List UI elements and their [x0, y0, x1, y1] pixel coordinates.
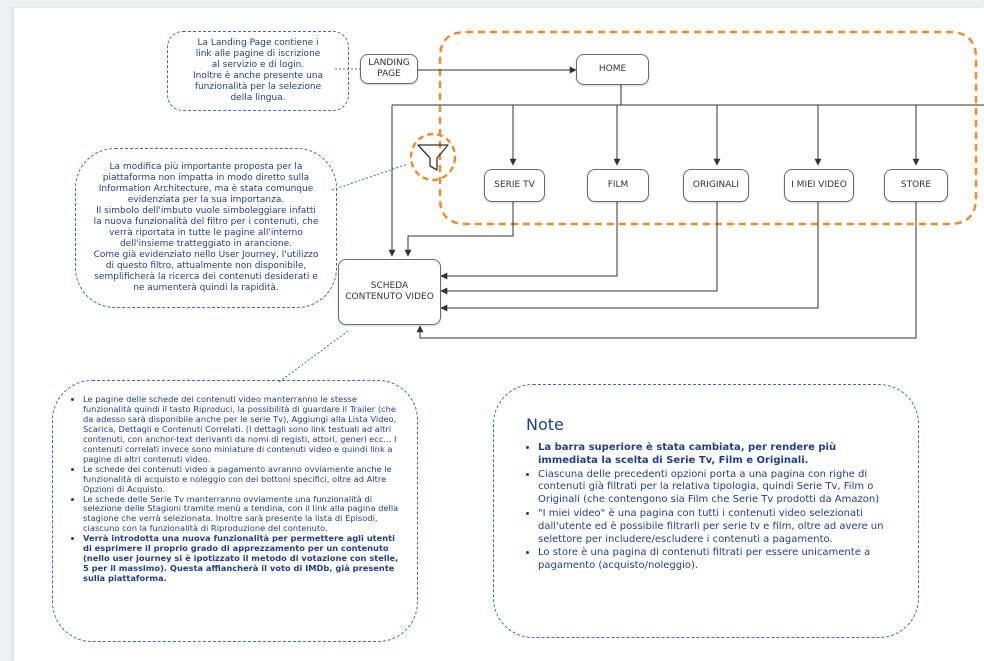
home-node[interactable]: HOME [576, 54, 649, 85]
scheda-contenuto-video-node[interactable]: SCHEDA CONTENUTO VIDEO [338, 259, 441, 325]
scheda-note-item: Le pagine delle schede dei contenuti vid… [83, 394, 403, 465]
connector-layer [278, 30, 984, 383]
scheda-note-item: Verrà introdotta una nuova funzionalità … [83, 533, 403, 584]
diagram-canvas: LANDING PAGE HOME SERIE TV FILM ORIGINAL… [14, 8, 984, 661]
funnel-icon [409, 132, 457, 182]
arrow-originali-scheda [440, 202, 718, 295]
arrow-serietv-scheda [404, 202, 514, 257]
serie-tv-node[interactable]: SERIE TV [484, 169, 545, 202]
film-node[interactable]: FILM [587, 169, 649, 202]
arrow-film-scheda [440, 202, 618, 280]
miei-video-node[interactable]: I MIEI VIDEO [784, 169, 854, 202]
notes-item: Ciascuna delle precedenti opzioni porta … [538, 469, 896, 507]
notes-item: La barra superiore è stata cambiata, per… [538, 442, 896, 468]
scheda-note-item: Le schede dei contenuti video a pagament… [83, 464, 403, 495]
callout-filter [331, 163, 409, 191]
notes-item: Lo store è una pagina di contenuti filtr… [538, 547, 896, 573]
arrow-store-scheda [416, 202, 917, 339]
scheda-note-list: Le pagine delle schede dei contenuti vid… [75, 394, 403, 584]
originali-node[interactable]: ORIGINALI [683, 169, 749, 202]
notes-list: La barra superiore è stata cambiata, per… [516, 442, 896, 573]
filter-badge [408, 130, 460, 184]
notes-item: "I miei video" è una pagina con tutti i … [538, 508, 896, 546]
landing-page-note: La Landing Page contiene i link alle pag… [167, 31, 349, 111]
scheda-contenuto-note: Le pagine delle schede dei contenuti vid… [52, 380, 418, 642]
notes-title: Note [526, 415, 564, 434]
scheda-note-item: Le schede delle Serie Tv manterranno ovv… [83, 494, 403, 535]
store-node[interactable]: STORE [884, 169, 948, 202]
notes-panel: Note La barra superiore è stata cambiata… [493, 384, 919, 638]
callout-scheda [278, 330, 349, 383]
landing-page-node[interactable]: LANDING PAGE [360, 54, 418, 84]
arrow-mieivideo-scheda [440, 202, 819, 312]
filter-note: La modifica più importante proposta per … [75, 148, 337, 308]
filter-scope-outline [438, 30, 978, 226]
